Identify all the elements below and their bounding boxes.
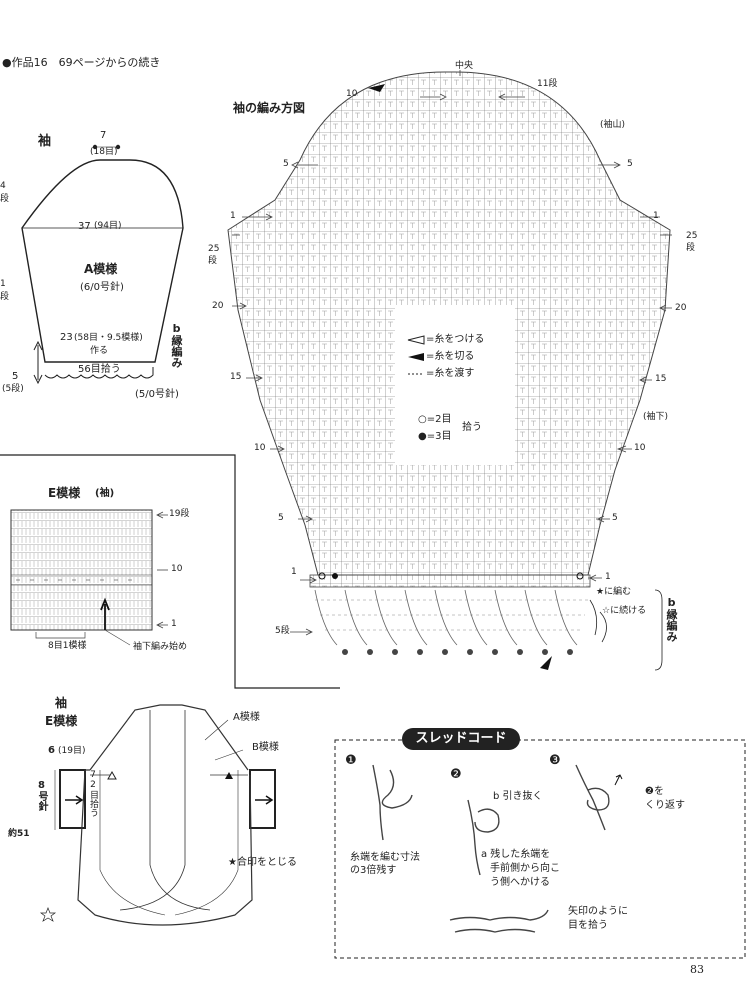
make-label: 作る [90,346,109,356]
assembly-b-pattern: B模様 [252,742,279,753]
chart-title: 袖の編み方図 [233,101,306,115]
row-15-right: 15 [655,374,667,384]
edge-needle: (5/0号針) [135,389,179,400]
thread-step-2: ❷ [450,767,462,782]
row-5-right: 5 [627,159,633,169]
row-5-left: 5 [283,159,289,169]
assembly-a-pattern: A模様 [233,712,260,723]
pattern-a: A模様 [84,262,118,276]
left-5-rows: (5段) [2,384,24,394]
sleeve-label: 袖 [38,134,52,149]
assembly-stars [39,907,57,922]
assembly-e-pattern: E模様 [45,714,78,728]
mid-width: 37 [78,221,91,232]
sleeve-schematic-shape [21,144,184,385]
chart-b-edge: b縁編み [665,596,678,642]
chart-legend-symbols [407,335,425,375]
row-25-left-dan: 段 [208,256,218,266]
sleeve-under-label: (袖下) [643,412,669,422]
row-1-right-2: 1 [605,572,611,582]
legend-2: ○=2目 [418,414,452,425]
thread-s1-text-1: 糸端を編む寸法 [350,852,420,863]
separator-lines [0,454,340,689]
bottom-detail: (58目・9.5模様) [74,333,143,343]
chart-top-left-10: 10 [346,89,358,99]
assembly-approx-51: 約51 [8,829,30,839]
assembly-pick-72: 72目拾う [88,770,98,817]
page-heading: ●作品16 69ページからの続き [2,56,161,69]
e-row-19: 19段 [169,509,190,519]
pickup-56: 56目拾う [78,364,121,375]
e-start: 袖下編み始め [133,642,188,652]
crochet-chart [227,71,671,670]
row-arrows [232,70,672,636]
left-cut-1: 4 [0,181,6,191]
thread-cord-panel [334,739,746,959]
thread-s2-b: b 引き抜く [493,791,543,802]
legend-pick: 拾う [462,422,482,433]
bottom-width: 23 [60,332,73,343]
thread-s3-2: くり返す [645,800,685,811]
legend-cut: =糸を切る [426,351,475,362]
star-continue: ☆に続ける [602,606,647,616]
mid-stitches: (94目) [94,221,122,231]
row-5-right-2: 5 [612,513,618,523]
assembly-width: 6 [48,745,55,756]
row-25-left: 25 [208,244,220,254]
thread-arrow-1: 矢印のように [568,906,628,917]
top-width: 7 [100,130,107,141]
thread-step-1: ❶ [345,753,357,768]
thread-cord-title: スレッドコード [402,728,520,750]
thread-arrow-2: 目を拾う [568,920,608,931]
e-row-1: 1 [171,619,177,629]
row-25-right-dan: 段 [686,243,696,253]
left-cut-2: 段 [0,194,10,204]
e-row-10: 10 [171,564,183,574]
assembly-marks [107,770,233,780]
star-knit: ★に編む [596,587,632,597]
thread-s2-a-3: う側へかける [490,877,550,888]
thread-step-3: ❸ [549,753,561,768]
legend-pass: =糸を渡す [426,368,475,379]
e-repeat: 8目1模様 [48,641,87,651]
e-pattern-title: E模様 [48,486,81,500]
row-10-right: 10 [634,443,646,453]
row-1-right: 1 [653,211,659,221]
assembly-needle: 8号針 [36,780,47,811]
sleeve-cap-label: (袖山) [600,120,626,130]
thread-s3-1: ❷を [645,786,664,797]
row-1-left-2: 1 [291,567,297,577]
assembly-sleeve-label: 袖 [55,696,68,710]
b-edge-bracket [589,589,663,671]
thread-s2-a-2: 手前側から向こ [490,863,560,874]
e-pattern-chart [10,509,168,646]
legend-3: ●=3目 [418,431,452,442]
row-25-right: 25 [686,231,698,241]
row-1-left: 1 [230,211,236,221]
row-10-left: 10 [254,443,266,453]
b-edge-label: b縁編み [170,322,183,368]
chart-row-11: 11段 [537,79,558,89]
row-5-dan: 5段 [275,626,290,636]
row-20-right: 20 [675,303,687,313]
left-cut-4: 段 [0,292,10,302]
needle-size: (6/0号針) [80,282,124,293]
row-5-left-2: 5 [278,513,284,523]
thread-s2-a-1: a 残した糸端を [481,849,551,860]
page-number: 83 [690,963,704,976]
assembly-drawing [54,704,276,926]
assembly-star-close: ★合印をとじる [228,857,297,868]
e-pattern-sub: (袖) [95,488,115,499]
top-stitches: (18目) [90,147,118,157]
row-15-left: 15 [230,372,242,382]
thread-s1-text-2: の3倍残す [350,865,397,876]
assembly-width-st: (19目) [58,746,86,756]
legend-attach: =糸をつける [426,334,485,345]
left-cut-3: 1 [0,279,6,289]
left-5: 5 [12,371,19,382]
chart-center: 中央 [455,61,474,71]
row-20-left: 20 [212,301,224,311]
